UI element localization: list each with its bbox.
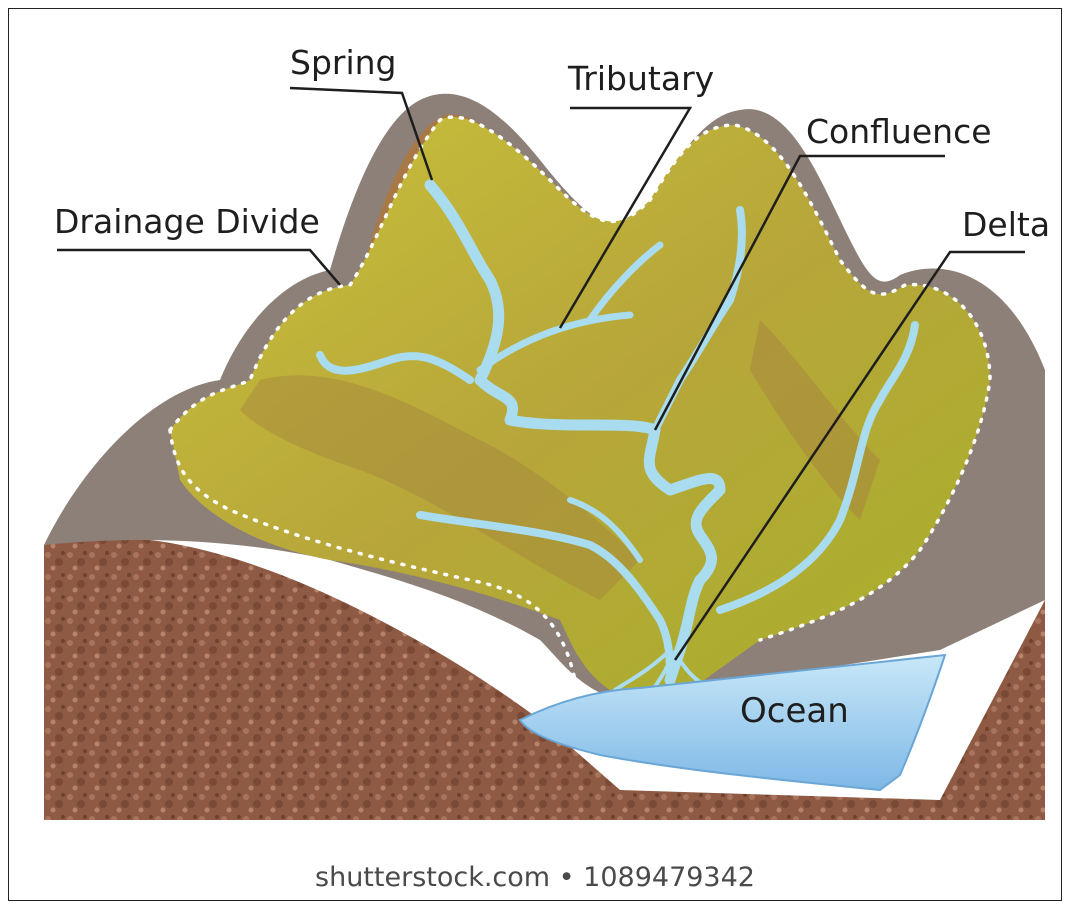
drainage-divide-leader <box>57 250 340 285</box>
delta-label: Delta <box>962 205 1050 244</box>
watermark-text: shutterstock.com • 1089479342 <box>0 862 1070 893</box>
confluence-label: Confluence <box>806 112 992 151</box>
ocean-label: Ocean <box>740 691 849 731</box>
drainage-divide-label: Drainage Divide <box>54 202 320 241</box>
tributary-label: Tributary <box>567 59 714 98</box>
spring-label: Spring <box>290 43 397 82</box>
